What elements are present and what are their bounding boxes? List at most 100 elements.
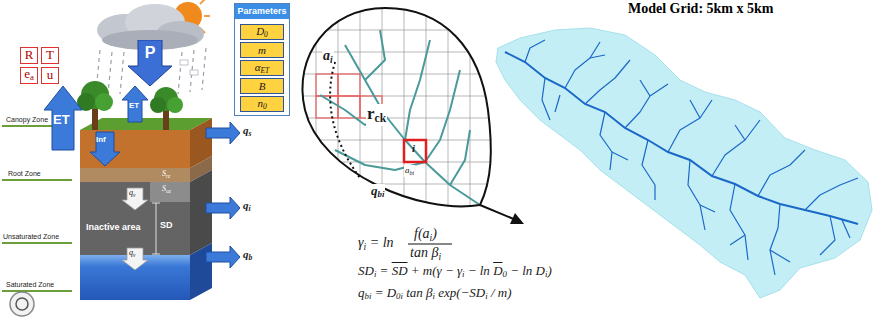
parameter-name: m	[258, 44, 266, 56]
basin-area	[496, 28, 872, 298]
zone-lines	[2, 126, 72, 291]
forcing-name: ea	[24, 67, 34, 83]
model-grid-part	[426, 0, 427, 230]
text-part: 0	[264, 30, 268, 39]
suz-layer	[150, 182, 190, 202]
zone-lines-part	[2, 290, 72, 292]
snow-flakes-part	[190, 70, 198, 75]
tributaries-part	[600, 112, 612, 170]
tributaries-part	[612, 152, 628, 160]
river-map	[496, 28, 872, 298]
tributaries-part	[690, 100, 700, 118]
precipitation-arrow: P	[128, 40, 172, 86]
text-part: i	[545, 269, 547, 279]
forcing-name: T	[46, 48, 54, 62]
catchment-label: abi	[404, 165, 415, 177]
flux-label: Inf	[96, 135, 106, 144]
tributaries-part	[820, 216, 835, 255]
tributaries-part	[770, 250, 790, 262]
model-grid-part	[290, 184, 500, 185]
text-part: v	[133, 252, 135, 258]
text-part: ET	[261, 66, 270, 75]
contributing-boundary	[330, 62, 360, 178]
equation-text: SDi = SD + m(γ − γi − ln D0 − ln Di)	[358, 264, 552, 280]
text-part: i	[364, 242, 367, 252]
text-part: 0	[503, 269, 507, 279]
forcing-name: u	[47, 68, 54, 82]
text-part: s	[249, 129, 252, 138]
tributaries-part	[805, 178, 858, 210]
tributaries-part	[735, 125, 745, 140]
stream-network-part	[365, 30, 385, 80]
text-part: i	[249, 204, 251, 213]
upslope-cells-part	[316, 74, 338, 96]
parameter-box: αET	[240, 60, 284, 76]
catchment-outline	[302, 8, 490, 206]
infiltration-arrow	[90, 132, 120, 166]
text-part: i	[330, 55, 333, 65]
tributaries-part	[700, 205, 715, 212]
parameter-box: m	[240, 42, 284, 58]
text-part: i	[374, 269, 376, 279]
text-part: i	[430, 233, 433, 243]
stream-network-part	[345, 45, 480, 205]
zone-label: Saturated Zone	[6, 281, 54, 289]
flux-label: qb	[243, 248, 252, 263]
text-part: 0i	[396, 291, 403, 301]
parameter-panel: ParametersD0mαETBn0	[234, 3, 290, 116]
logo-part	[16, 298, 28, 310]
outflow-arrows-part	[206, 197, 240, 219]
parameter-box: B	[240, 78, 284, 94]
parameter-box: D0	[240, 24, 284, 40]
text-part: v	[133, 192, 135, 198]
equation-text: tan βi	[410, 245, 441, 263]
rain-part	[108, 52, 112, 94]
stream-network-part	[405, 40, 430, 140]
tributaries-part	[712, 120, 760, 176]
forcing-box: ea	[20, 67, 38, 84]
depth-brackets-part	[152, 203, 160, 204]
flux-label: ET	[129, 101, 139, 110]
parameter-name: B	[259, 80, 266, 92]
stream-network	[320, 30, 480, 205]
snow-flakes	[180, 60, 198, 75]
stream-network-part	[450, 130, 470, 185]
flux-label: qv	[129, 248, 135, 258]
zone-label: Canopy Zone	[6, 116, 48, 124]
qv-arrow	[122, 188, 148, 210]
storage-label: Suz	[162, 184, 171, 194]
tributaries-part	[730, 184, 748, 260]
equation-text: qbi = D0i tan βi exp(−SDi / m)	[358, 286, 512, 302]
model-grid	[290, 0, 500, 230]
fraction-bar	[408, 243, 452, 244]
ground-top	[80, 118, 212, 130]
layer-label: Inactive area	[86, 222, 141, 232]
precip-label: P	[128, 44, 172, 62]
flux-label: qi	[243, 199, 251, 214]
arrow-outline	[128, 40, 172, 86]
rain-part	[178, 52, 182, 94]
outflow-arrows-part	[206, 122, 240, 144]
tributaries	[525, 40, 858, 275]
main-river	[505, 52, 858, 224]
storage-label: SD	[160, 220, 173, 230]
tributaries-part	[640, 80, 650, 96]
qv-arrow	[122, 248, 148, 270]
forcing-box: T	[41, 47, 59, 64]
tributaries-part	[668, 100, 712, 152]
forcing-box: R	[20, 47, 38, 64]
sun-rays-part	[204, 15, 210, 17]
text-part: i	[485, 291, 487, 301]
text-part: ck	[375, 112, 387, 125]
trees-part	[95, 93, 113, 111]
trees-part	[150, 97, 166, 113]
tributaries-part	[565, 42, 600, 88]
tributaries-part	[688, 160, 705, 230]
text-part: bi	[365, 291, 372, 301]
root-zone-layer	[80, 130, 190, 168]
panel-header: Parameters	[235, 4, 289, 19]
sun-rays-part	[200, 0, 205, 4]
tributaries-part	[758, 150, 805, 196]
figure-title: Model Grid: 5km x 5km	[628, 1, 773, 17]
